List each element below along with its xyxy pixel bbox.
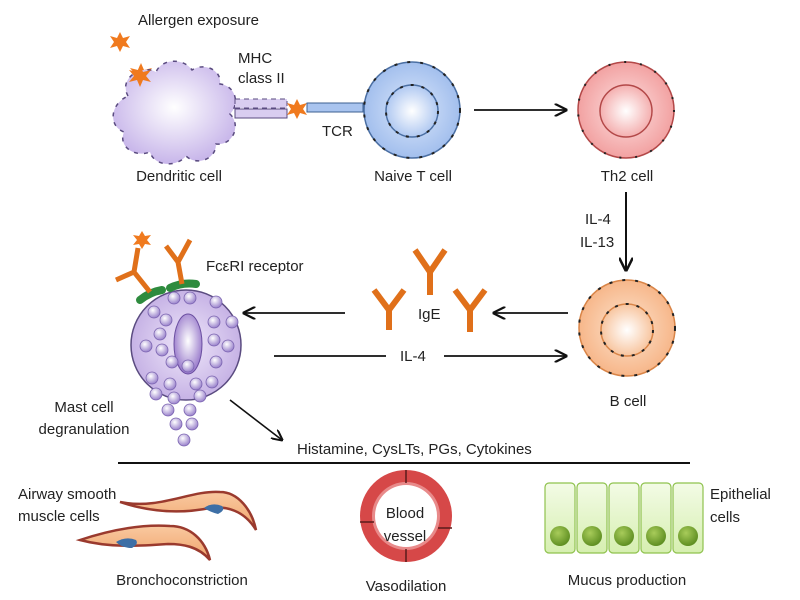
granule bbox=[169, 417, 183, 431]
smooth-muscle-cells bbox=[75, 490, 258, 561]
label-blood: Blood bbox=[385, 505, 425, 522]
label-tcr: TCR bbox=[322, 123, 353, 140]
label-muscle-cells: muscle cells bbox=[18, 508, 100, 525]
granule bbox=[209, 355, 223, 369]
epithelial-nucleus bbox=[646, 526, 666, 546]
label-mast-cell: Mast cell bbox=[54, 399, 114, 416]
label-degranulation: degranulation bbox=[38, 421, 130, 438]
granule bbox=[163, 377, 177, 391]
label-vasodilation: Vasodilation bbox=[365, 578, 447, 595]
bound-ige-icon bbox=[114, 238, 193, 294]
mhc-class-ii bbox=[234, 98, 288, 119]
granule bbox=[181, 359, 195, 373]
granule bbox=[207, 333, 221, 347]
allergen-icon bbox=[133, 231, 151, 249]
label-naive-t-cell: Naive T cell bbox=[374, 168, 452, 185]
naive-t-cell bbox=[363, 61, 461, 159]
granule bbox=[167, 391, 181, 405]
granule bbox=[147, 305, 161, 319]
antigen-icon bbox=[287, 99, 307, 119]
epithelial-cells bbox=[544, 482, 704, 554]
granule bbox=[167, 291, 181, 305]
label-airway-smooth: Airway smooth bbox=[18, 486, 117, 503]
label-epithelial: Epithelial bbox=[710, 486, 771, 503]
b-cell bbox=[578, 279, 676, 377]
label-il4-th2: IL-4 bbox=[585, 211, 611, 228]
tcr-receptor bbox=[306, 102, 364, 113]
fceri-receptor-icon bbox=[136, 279, 200, 304]
granule bbox=[183, 403, 197, 417]
granule bbox=[183, 291, 197, 305]
allergen-icon bbox=[129, 65, 151, 87]
label-b-cell: B cell bbox=[609, 393, 647, 410]
granule bbox=[145, 371, 159, 385]
label-vessel: vessel bbox=[383, 528, 427, 545]
th2-cell bbox=[577, 61, 675, 159]
epithelial-nucleus bbox=[614, 526, 634, 546]
granule bbox=[225, 315, 239, 329]
label-dendritic-cell: Dendritic cell bbox=[136, 168, 222, 185]
arrow-mast-to-mediators bbox=[229, 399, 282, 440]
granule bbox=[155, 343, 169, 357]
granule bbox=[153, 327, 167, 341]
granule bbox=[185, 417, 199, 431]
label-ige: IgE bbox=[418, 306, 441, 323]
label-th2-cell: Th2 cell bbox=[600, 168, 654, 185]
granule bbox=[139, 339, 153, 353]
granule bbox=[165, 355, 179, 369]
allergen-icon bbox=[110, 32, 130, 52]
granule bbox=[221, 339, 235, 353]
label-mucus-production: Mucus production bbox=[567, 572, 687, 589]
blood-vessel bbox=[360, 470, 452, 562]
granule bbox=[207, 315, 221, 329]
label-allergen-exposure: Allergen exposure bbox=[138, 12, 259, 29]
epithelial-nucleus bbox=[582, 526, 602, 546]
epithelial-nucleus bbox=[678, 526, 698, 546]
dendritic-cell bbox=[112, 60, 237, 165]
label-cells: cells bbox=[710, 509, 741, 526]
label-class-ii: class II bbox=[238, 70, 285, 87]
label-il13-th2: IL-13 bbox=[580, 234, 615, 251]
granule bbox=[193, 389, 207, 403]
granule bbox=[189, 377, 203, 391]
label-il4: IL-4 bbox=[400, 348, 426, 365]
label-bronchoconstriction: Bronchoconstriction bbox=[116, 572, 248, 589]
epithelial-nucleus bbox=[550, 526, 570, 546]
granule bbox=[149, 387, 163, 401]
label-mhc: MHC bbox=[238, 50, 273, 67]
granule bbox=[161, 403, 175, 417]
granule bbox=[159, 313, 173, 327]
ige-antibody-icon bbox=[371, 248, 488, 332]
mast-granules bbox=[139, 291, 239, 447]
granule bbox=[209, 295, 223, 309]
label-mediators: Histamine, CysLTs, PGs, Cytokines bbox=[297, 441, 532, 458]
granule bbox=[205, 375, 219, 389]
granule bbox=[177, 433, 191, 447]
label-fceri-receptor: FcεRI receptor bbox=[206, 258, 304, 275]
